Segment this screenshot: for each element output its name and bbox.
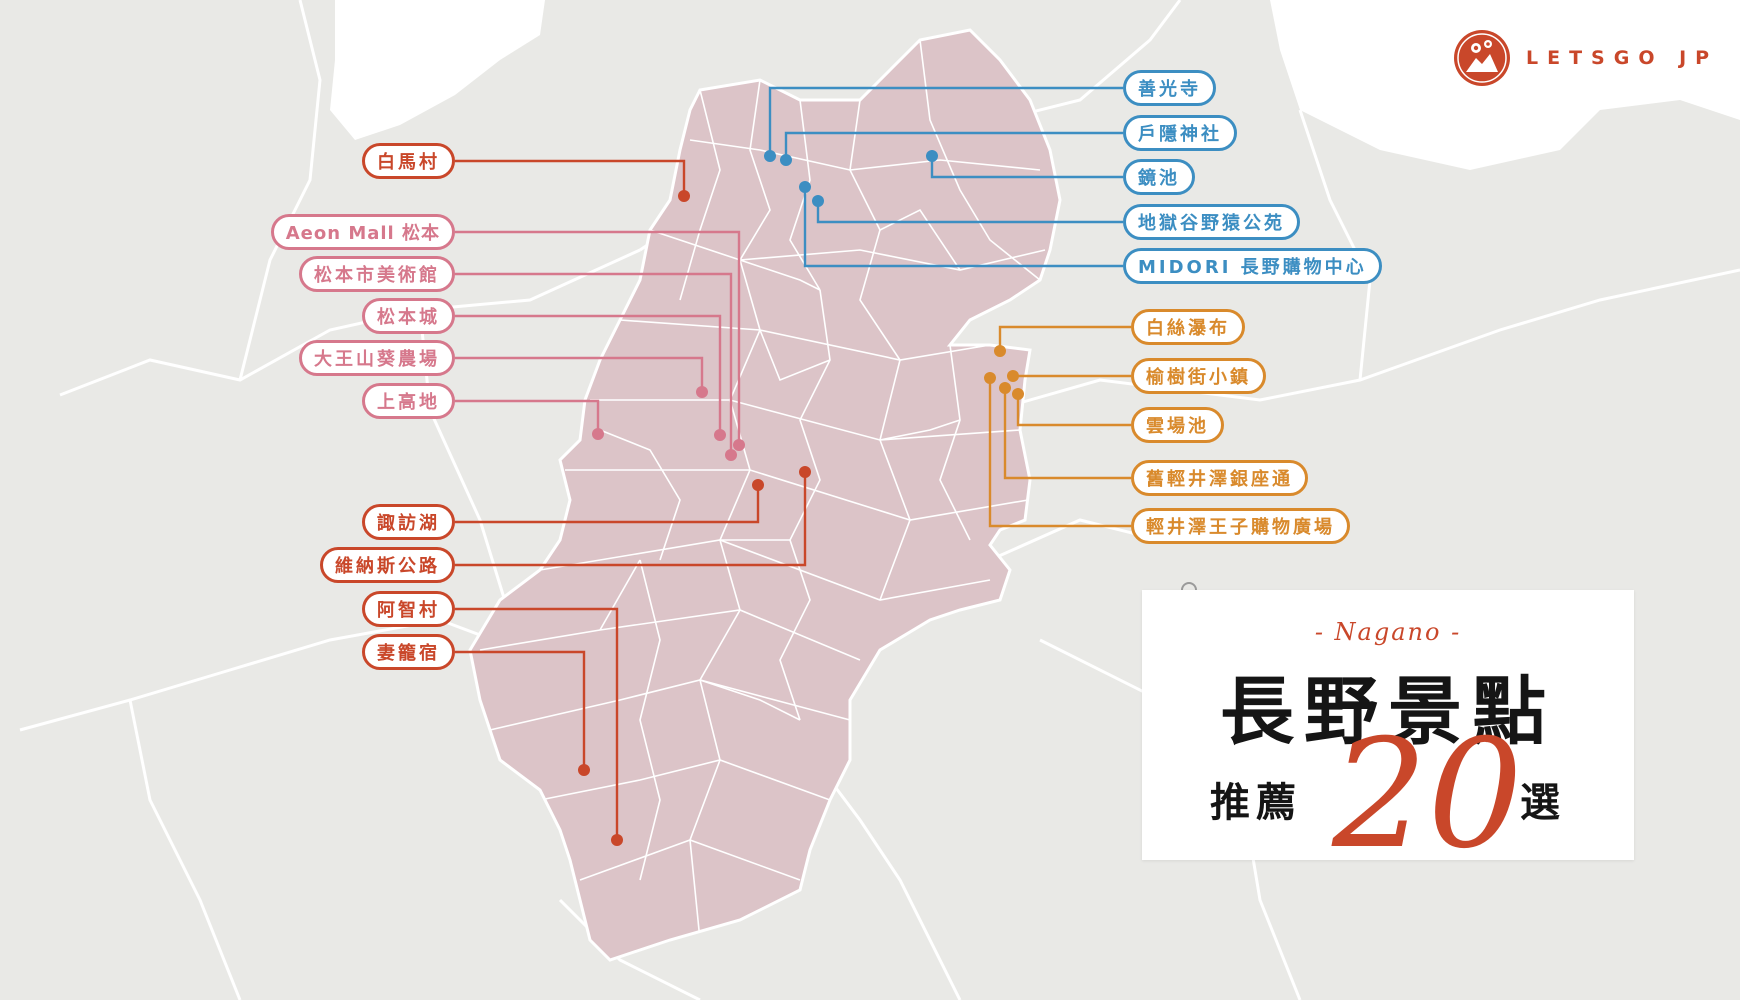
leader-midori [803,187,1123,268]
card-title: 長野景點 [1220,669,1556,755]
dot-shiraito [994,345,1006,357]
dot-tsumago [578,764,590,776]
dot-castle [714,429,726,441]
card-headline: 推薦 20 選 [1142,720,1634,870]
spot-label-kumobaike[interactable]: 雲場池 [1131,407,1224,443]
dot-midori [799,181,811,193]
sea-area [330,0,545,140]
nagano-prefecture [468,28,1062,962]
leader-castle [455,314,722,435]
spot-label-daio[interactable]: 大王山葵農場 [299,340,455,376]
dot-achi [611,834,623,846]
spot-label-prince[interactable]: 輕井澤王子購物廣場 [1131,508,1350,544]
spot-label-kamikochi[interactable]: 上高地 [362,383,455,419]
leader-shiraito [998,325,1131,351]
leader-jigokudani [816,201,1123,224]
dot-togakushi [780,154,792,166]
leader-zenkoji [768,86,1123,156]
card-prefix: 推薦 [1210,779,1302,826]
spot-label-castle[interactable]: 松本城 [362,298,455,334]
dot-museum [725,449,737,461]
leader-tsumago [455,650,586,770]
spot-label-museum[interactable]: 松本市美術館 [299,256,455,292]
spot-label-suwa[interactable]: 諏訪湖 [362,504,455,540]
card-number: 20 [1332,708,1523,882]
dot-kagamiike [926,150,938,162]
leader-hakuba [455,159,686,196]
dot-suwa [752,479,764,491]
brand-logo-icon [1454,30,1510,86]
spot-label-jigokudani[interactable]: 地獄谷野猿公苑 [1123,204,1300,240]
leader-daio [455,356,704,392]
title-card: - Nagano - 長野景點 推薦 20 選 [1142,590,1634,870]
spot-label-zenkoji[interactable]: 善光寺 [1123,70,1216,106]
dot-aeon [733,439,745,451]
spot-label-aeon[interactable]: Aeon Mall 松本 [270,214,455,250]
leader-aeon [455,230,741,445]
leader-ginza [1003,388,1131,480]
leader-togakushi [784,131,1123,160]
dot-kamikochi [592,428,604,440]
dot-ginza [999,382,1011,394]
spot-label-kagamiike[interactable]: 鏡池 [1123,159,1195,195]
dot-hakuba [678,190,690,202]
spot-label-venus[interactable]: 維納斯公路 [320,547,455,583]
location-dots [578,150,1024,846]
leader-prince [988,378,1131,528]
sea-area-east [1270,0,1740,170]
leader-achi [455,607,619,840]
spot-label-midori[interactable]: MIDORI 長野購物中心 [1123,248,1382,284]
spot-label-tsumago[interactable]: 妻籠宿 [362,634,455,670]
spot-label-hakuba[interactable]: 白馬村 [362,143,455,179]
dot-daio [696,386,708,398]
leader-venus [455,472,807,567]
spot-label-shiraito[interactable]: 白絲瀑布 [1131,309,1245,345]
spot-label-harunire[interactable]: 榆樹街小鎮 [1131,358,1266,394]
leader-lines [455,86,1131,840]
dot-venus [799,466,811,478]
leader-museum [455,272,733,455]
dot-jigokudani [812,195,824,207]
leader-kumobaike [1016,394,1131,427]
dot-kumobaike [1012,388,1024,400]
spot-label-ginza[interactable]: 舊輕井澤銀座通 [1131,460,1308,496]
leader-kagamiike [930,156,1123,179]
spot-label-achi[interactable]: 阿智村 [362,591,455,627]
leader-suwa [455,485,760,524]
card-suffix: 選 [1520,779,1560,826]
dot-zenkoji [764,150,776,162]
brand-name: LETSGO JP [1526,47,1719,69]
card-subtitle: - Nagano - [1314,618,1462,646]
leader-kamikochi [455,399,600,434]
brand[interactable]: LETSGO JP [1452,28,1718,88]
spot-label-togakushi[interactable]: 戶隱神社 [1123,115,1237,151]
dot-prince [984,372,996,384]
dot-harunire [1007,370,1019,382]
